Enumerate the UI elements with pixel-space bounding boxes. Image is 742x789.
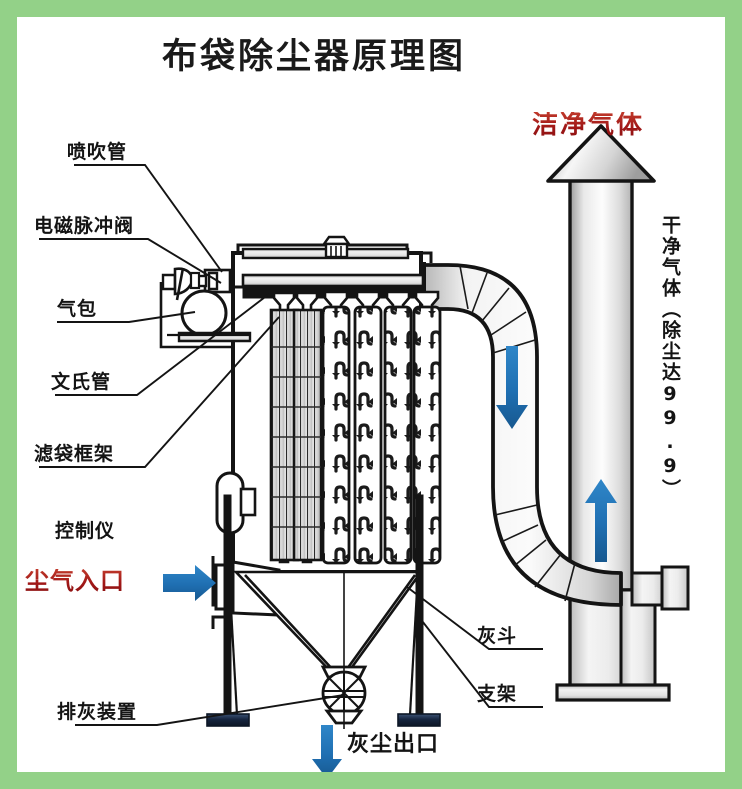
stack-arrow-icon: [585, 479, 617, 562]
dust-outlet-arrow-icon: [312, 725, 342, 772]
label-controller: 控制仪: [55, 520, 116, 542]
filter-bag-dusty-2: [353, 290, 383, 565]
pulse-valve-assembly: [159, 267, 252, 349]
support-frame: [206, 494, 441, 727]
filter-bag-dusty-3: [383, 290, 413, 565]
label-clean-gas: 洁净气体: [532, 110, 645, 140]
label-support-frame: 支架: [477, 683, 518, 705]
filter-bags: [269, 290, 442, 565]
inlet-arrow-icon: [163, 565, 216, 601]
ash-hopper: [232, 570, 424, 676]
technical-drawing: [39, 124, 690, 772]
label-ash-discharge-device: 排灰装置: [57, 701, 138, 723]
label-solenoid-pulse-valve: 电磁脉冲阀: [34, 215, 135, 237]
rotary-airlock-valve: [320, 572, 368, 729]
clean-gas-duct: [415, 263, 623, 607]
label-ash-hopper: 灰斗: [477, 625, 518, 647]
filter-bag-dusty-1: [321, 290, 351, 565]
label-clean-gas-note: 干净气体（除尘达99.9）: [659, 215, 681, 500]
filter-bag-caged-2: [292, 291, 323, 564]
label-dusty-gas-inlet: 尘气入口: [25, 567, 125, 595]
label-venturi-tube: 文氏管: [51, 371, 112, 393]
leader-lines: [39, 164, 543, 726]
diagram-canvas: 布袋除尘器原理图 喷吹管 电磁脉冲阀 气包 文氏管 滤袋框架 控制仪 排灰装置 …: [17, 17, 725, 772]
flow-arrows: [163, 346, 617, 772]
label-blow-pipe: 喷吹管: [67, 141, 128, 163]
label-dust-outlet: 灰尘出口: [347, 732, 440, 757]
page-title: 布袋除尘器原理图: [162, 37, 467, 77]
label-bag-cage: 滤袋框架: [34, 443, 115, 465]
label-air-receiver: 气包: [57, 298, 98, 320]
clean-gas-stack: [546, 124, 690, 702]
downcomer-arrow-icon: [496, 346, 528, 429]
